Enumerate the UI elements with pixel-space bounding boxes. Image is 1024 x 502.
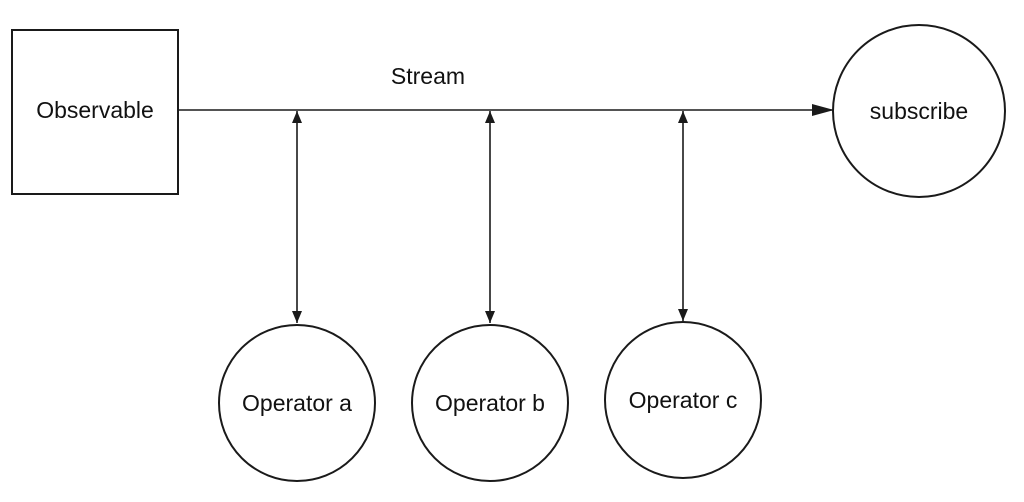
observable-box — [11, 29, 179, 195]
operator-b-label: Operator b — [435, 390, 545, 416]
operator-a-node — [218, 324, 376, 482]
operator-c-node — [604, 321, 762, 479]
subscribe-label: subscribe — [870, 98, 968, 124]
subscribe-node — [832, 24, 1006, 198]
operator-b-node — [411, 324, 569, 482]
operator-a-label: Operator a — [242, 390, 352, 416]
operator-c-label: Operator c — [629, 387, 738, 413]
stream-label: Stream — [391, 63, 465, 89]
observable-label: Observable — [36, 97, 154, 123]
